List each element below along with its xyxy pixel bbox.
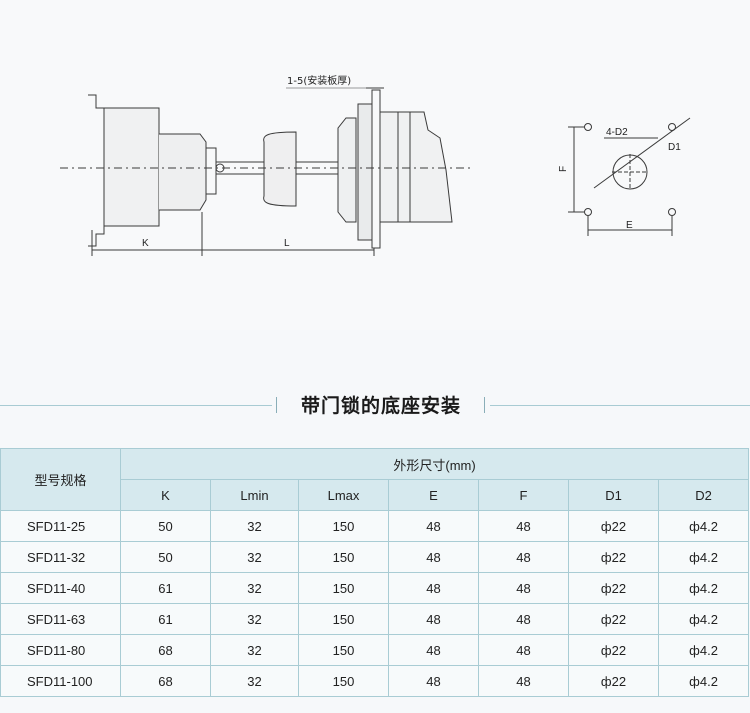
cell-f: 48 — [478, 510, 569, 542]
shaft-coupler — [263, 131, 297, 207]
cell-d2: ф4.2 — [657, 541, 750, 573]
switch-body — [103, 107, 160, 227]
cell-lmax: 150 — [298, 572, 389, 604]
column-header-d1: D1 — [568, 479, 659, 511]
column-header-lmax: Lmax — [298, 479, 389, 511]
cell-f: 48 — [478, 572, 569, 604]
cell-k: 50 — [120, 541, 211, 573]
cell-lmin: 32 — [210, 665, 299, 697]
cell-d1: ф22 — [568, 603, 659, 635]
mount-hole-br — [668, 208, 676, 216]
cell-e: 48 — [388, 510, 479, 542]
column-header-lmin: Lmin — [210, 479, 299, 511]
d1-leader — [593, 117, 691, 189]
cell-d1: ф22 — [568, 541, 659, 573]
cell-e: 48 — [388, 603, 479, 635]
cell-f: 48 — [478, 665, 569, 697]
model-cell: SFD11-80 — [0, 634, 121, 666]
cell-lmax: 150 — [298, 603, 389, 635]
column-header-f: F — [478, 479, 569, 511]
title-rule-right — [490, 405, 750, 406]
e-label: E — [626, 220, 633, 231]
cell-e: 48 — [388, 572, 479, 604]
cell-d2: ф4.2 — [657, 510, 750, 542]
d1-label: D1 — [668, 142, 681, 153]
shaft-collar — [205, 147, 217, 195]
cell-lmax: 150 — [298, 541, 389, 573]
cell-k: 61 — [120, 572, 211, 604]
mount-hole-bl — [584, 208, 592, 216]
column-header-k: K — [120, 479, 211, 511]
side-view-drawing: 1-5(安装板厚) K L 4-D2 D1 F E — [60, 74, 691, 256]
handle-knob — [379, 111, 453, 223]
cell-k: 68 — [120, 665, 211, 697]
mounting-base-outline — [88, 94, 105, 247]
model-cell: SFD11-63 — [0, 603, 121, 635]
mounting-plate — [357, 103, 373, 241]
dimensions-group-header: 外形尺寸(mm) — [119, 448, 750, 480]
mount-hole-tl — [584, 123, 592, 131]
cell-lmin: 32 — [210, 603, 299, 635]
cell-lmin: 32 — [210, 510, 299, 542]
section-title: 带门锁的底座安装 — [300, 395, 461, 417]
switch-neck — [159, 133, 207, 211]
mount-hole-tr — [668, 123, 676, 131]
cell-lmin: 32 — [210, 572, 299, 604]
cell-d1: ф22 — [568, 665, 659, 697]
cell-e: 48 — [388, 634, 479, 666]
model-cell: SFD11-32 — [0, 541, 121, 573]
cell-lmax: 150 — [298, 510, 389, 542]
hole-count-label: 4-D2 — [606, 127, 628, 138]
l-dim-label: L — [284, 238, 290, 249]
cell-e: 48 — [388, 541, 479, 573]
handle-flange — [337, 117, 357, 223]
cell-d1: ф22 — [568, 510, 659, 542]
cell-k: 50 — [120, 510, 211, 542]
cell-lmax: 150 — [298, 665, 389, 697]
technical-drawing: 1-5(安装板厚) K L 4-D2 D1 F E — [0, 0, 750, 330]
cell-d2: ф4.2 — [657, 572, 750, 604]
column-header-e: E — [388, 479, 479, 511]
cell-d1: ф22 — [568, 572, 659, 604]
cell-lmin: 32 — [210, 634, 299, 666]
cell-d2: ф4.2 — [657, 603, 750, 635]
cell-k: 61 — [120, 603, 211, 635]
k-dim-label: K — [142, 238, 149, 249]
model-cell: SFD11-40 — [0, 572, 121, 604]
cell-lmin: 32 — [210, 541, 299, 573]
cell-f: 48 — [478, 634, 569, 666]
cell-f: 48 — [478, 603, 569, 635]
cell-e: 48 — [388, 665, 479, 697]
model-header: 型号规格 — [0, 448, 121, 511]
cell-d1: ф22 — [568, 634, 659, 666]
f-label: F — [558, 166, 569, 172]
column-header-d2: D2 — [657, 479, 750, 511]
title-bracket-right — [484, 397, 485, 413]
model-cell: SFD11-25 — [0, 510, 121, 542]
cell-f: 48 — [478, 541, 569, 573]
door-panel — [371, 89, 381, 249]
thickness-label: 1-5(安装板厚) — [287, 74, 351, 87]
cell-d2: ф4.2 — [657, 665, 750, 697]
cell-d2: ф4.2 — [657, 634, 750, 666]
section-title-bar: 带门锁的底座安装 — [0, 385, 750, 425]
title-rule-left — [0, 405, 272, 406]
cell-lmax: 150 — [298, 634, 389, 666]
title-bracket-left — [276, 397, 277, 413]
model-cell: SFD11-100 — [0, 665, 121, 697]
panel-cutout-view — [568, 117, 691, 236]
cell-k: 68 — [120, 634, 211, 666]
